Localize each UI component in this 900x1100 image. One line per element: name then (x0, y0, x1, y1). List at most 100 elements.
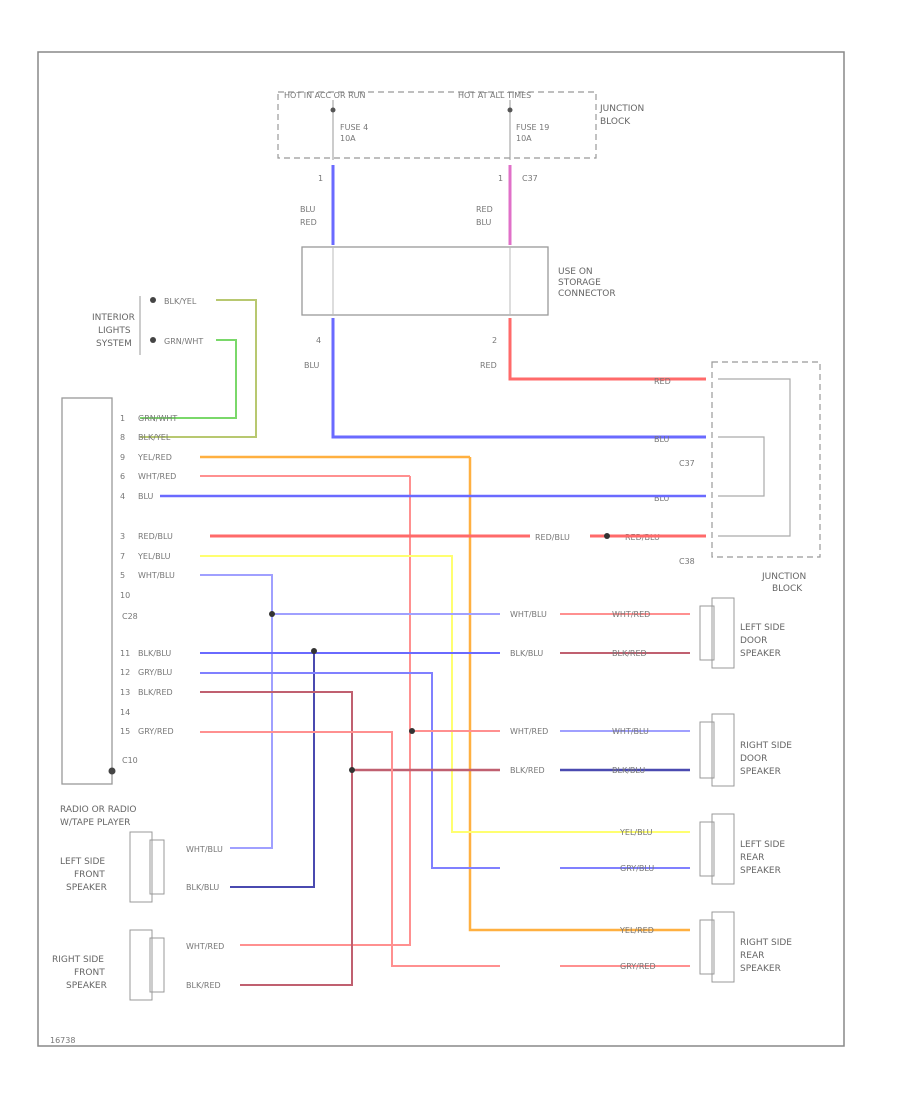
fuse4-amp: 10A (340, 134, 356, 143)
rsd-w2b: BLK/BLU (612, 766, 645, 775)
wire-red-blu-1: RED (476, 205, 493, 214)
rsf-label-2: FRONT (74, 968, 105, 978)
rp-3-w: RED/BLU (138, 532, 173, 541)
radio-c28: C28 (122, 612, 138, 621)
radio-c10: C10 (122, 756, 138, 765)
rp-8: 8 (120, 433, 125, 442)
int-wire-grnwht: GRN/WHT (164, 337, 203, 346)
wire-blu-label: BLU (304, 361, 320, 370)
rsd-w1a: WHT/RED (510, 727, 548, 736)
rsd-label-3: SPEAKER (740, 767, 781, 777)
rp-1-w: GRN/WHT (138, 414, 177, 423)
rp-10: 10 (120, 591, 130, 600)
speaker-right-side-door: RIGHT SIDE DOOR SPEAKER (699, 713, 792, 787)
lsr-w1: YEL/BLU (619, 828, 653, 837)
lsd-w1b: WHT/RED (612, 610, 650, 619)
lsr-label-2: REAR (740, 853, 764, 863)
rp-15-w: GRY/RED (138, 727, 174, 736)
rsd-label-2: DOOR (740, 754, 767, 764)
speaker-left-side-door: LEFT SIDE DOOR SPEAKER (699, 597, 785, 669)
jb-c37-label: C37 (679, 459, 695, 468)
lsd-label-3: SPEAKER (740, 649, 781, 659)
hot-all-times-label: HOT AT ALL TIMES (458, 91, 531, 100)
wire-blu-red-1: BLU (300, 205, 316, 214)
rp-4-w: BLU (138, 492, 154, 501)
rsd-w1b: WHT/BLU (612, 727, 649, 736)
rsd-label-1: RIGHT SIDE (740, 741, 792, 751)
lsd-w2b: BLK/RED (612, 649, 647, 658)
interior-label-2: LIGHTS (98, 326, 131, 336)
storage-conn-label-2: STORAGE (558, 278, 601, 288)
jb-c38-label: C38 (679, 557, 695, 566)
redblu-mid-label: RED/BLU (535, 533, 570, 542)
rsr-w1: YEL/RED (619, 926, 654, 935)
rp-13-w: BLK/RED (138, 688, 173, 697)
lsf-label-1: LEFT SIDE (60, 857, 105, 867)
rsf-w1: WHT/RED (186, 942, 224, 951)
rp-11: 11 (120, 649, 130, 658)
lsd-w1a: WHT/BLU (510, 610, 547, 619)
fuse19-amp: 10A (516, 134, 532, 143)
rp-5: 5 (120, 571, 125, 580)
jb-blu1-label: BLU (654, 435, 670, 444)
rp-7-w: YEL/BLU (137, 552, 171, 561)
lsr-label-3: SPEAKER (740, 866, 781, 876)
int-wire-blkyel: BLK/YEL (164, 297, 197, 306)
rsd-w2a: BLK/RED (510, 766, 545, 775)
pin-2: 2 (492, 336, 497, 345)
rp-15: 15 (120, 727, 130, 736)
rsf-label-1: RIGHT SIDE (52, 955, 104, 965)
pin-4: 4 (316, 336, 321, 345)
speaker-left-side-rear: LEFT SIDE REAR SPEAKER (699, 813, 785, 885)
top-jb-label-2: BLOCK (600, 117, 631, 127)
speaker-right-side-front: RIGHT SIDE FRONT SPEAKER (52, 929, 165, 1001)
fuse19-label: FUSE 19 (516, 123, 549, 132)
jb-label-2: BLOCK (772, 584, 803, 594)
radio-label-2: W/TAPE PLAYER (60, 818, 130, 828)
rp-9-w: YEL/RED (137, 453, 172, 462)
wire-red-label: RED (480, 361, 497, 370)
rp-11-w: BLK/BLU (138, 649, 171, 658)
rp-6-w: WHT/RED (138, 472, 176, 481)
rp-13: 13 (120, 688, 130, 697)
wire-red-blu-2: BLU (476, 218, 492, 227)
rp-1: 1 (120, 414, 125, 423)
rp-12: 12 (120, 668, 130, 677)
lsr-label-1: LEFT SIDE (740, 840, 785, 850)
rsf-label-3: SPEAKER (66, 981, 107, 991)
storage-conn-label-1: USE ON (558, 267, 593, 277)
rsr-label-1: RIGHT SIDE (740, 938, 792, 948)
radio-unit: RADIO OR RADIO W/TAPE PLAYER C28 C10 (60, 397, 138, 828)
speaker-right-side-rear: RIGHT SIDE REAR SPEAKER (699, 911, 792, 983)
pin-left-top: 1 (318, 174, 323, 183)
rp-5-w: WHT/BLU (138, 571, 175, 580)
rp-12-w: GRY/BLU (138, 668, 172, 677)
lsf-w2: BLK/BLU (186, 883, 219, 892)
interior-label-3: SYSTEM (96, 339, 132, 349)
footer-code: 16738 (50, 1036, 75, 1045)
lsf-label-3: SPEAKER (66, 883, 107, 893)
rp-8-w: BLK/YEL (138, 433, 171, 442)
jb-blu2-label: BLU (654, 494, 670, 503)
diagram-frame (37, 51, 845, 1047)
storage-conn-label-3: CONNECTOR (558, 289, 616, 299)
rp-4: 4 (120, 492, 125, 501)
rp-14: 14 (120, 708, 130, 717)
rsf-w2: BLK/RED (186, 981, 221, 990)
wire-blu-red-2: RED (300, 218, 317, 227)
rsr-w2: GRY/RED (620, 962, 656, 971)
fuse4-label: FUSE 4 (340, 123, 368, 132)
jb-label-1: JUNCTION (761, 572, 806, 582)
rp-7: 7 (120, 552, 125, 561)
jb-red-label: RED (654, 377, 671, 386)
lsf-w1: WHT/BLU (186, 845, 223, 854)
interior-lights: INTERIOR LIGHTS SYSTEM BLK/YEL GRN/WHT (92, 296, 203, 355)
lsd-label-1: LEFT SIDE (740, 623, 785, 633)
radio-label-1: RADIO OR RADIO (60, 805, 137, 815)
rp-3: 3 (120, 532, 125, 541)
rsr-label-3: SPEAKER (740, 964, 781, 974)
storage-connector: USE ON STORAGE CONNECTOR (301, 246, 616, 316)
top-jb-label-1: JUNCTION (599, 104, 644, 114)
hot-acc-run-label: HOT IN ACC OR RUN (284, 91, 365, 100)
